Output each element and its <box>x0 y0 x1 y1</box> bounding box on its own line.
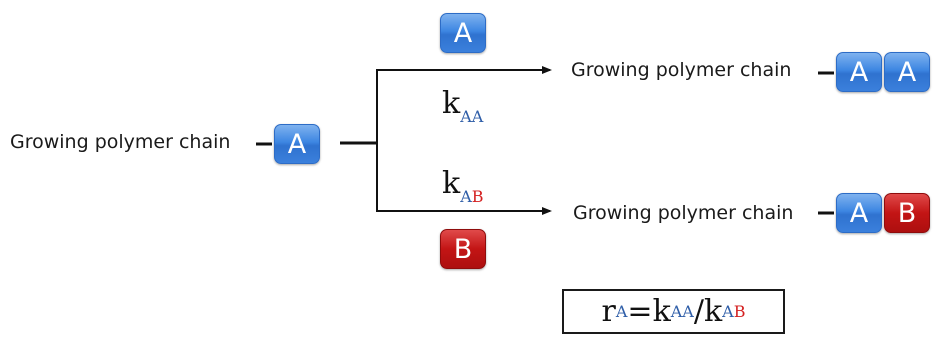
top-incoming-monomer-a: A <box>440 13 486 53</box>
bottom-product-unit-2: B <box>884 193 930 233</box>
top-product-unit-2: A <box>884 52 930 92</box>
ratio-equals: = <box>627 294 653 329</box>
ratio-r-sub: A <box>615 302 628 321</box>
bottom-product-unit-1: A <box>836 193 882 233</box>
rate-sub-2: B <box>471 187 484 206</box>
bottom-product-label: Growing polymer chain <box>573 202 794 224</box>
left-monomer-a: A <box>274 124 320 164</box>
rate-k-symbol: k <box>442 166 461 201</box>
ratio-k2-sub: AB <box>722 302 745 321</box>
top-product-unit-1: A <box>836 52 882 92</box>
ratio-slash: / <box>693 294 704 329</box>
rate-sub-1: A <box>460 187 472 206</box>
ratio-k2-sub-b: B <box>733 302 746 321</box>
rate-constant-kab: kAB <box>442 169 484 205</box>
top-product-label: Growing polymer chain <box>571 59 792 81</box>
bottom-incoming-monomer-b: B <box>440 229 486 269</box>
ratio-k2: k <box>703 294 723 329</box>
rate-sub-2: A <box>471 107 484 126</box>
rate-constant-kaa: kAA <box>442 89 483 125</box>
ratio-r: r <box>601 294 616 329</box>
rate-k-symbol: k <box>442 86 461 121</box>
ratio-k1: k <box>652 294 671 329</box>
left-chain-label: Growing polymer chain <box>10 131 231 153</box>
ratio-k2-sub-a: A <box>722 302 734 321</box>
ratio-k1-sub: AA <box>670 302 694 321</box>
rate-sub-1: A <box>460 107 472 126</box>
